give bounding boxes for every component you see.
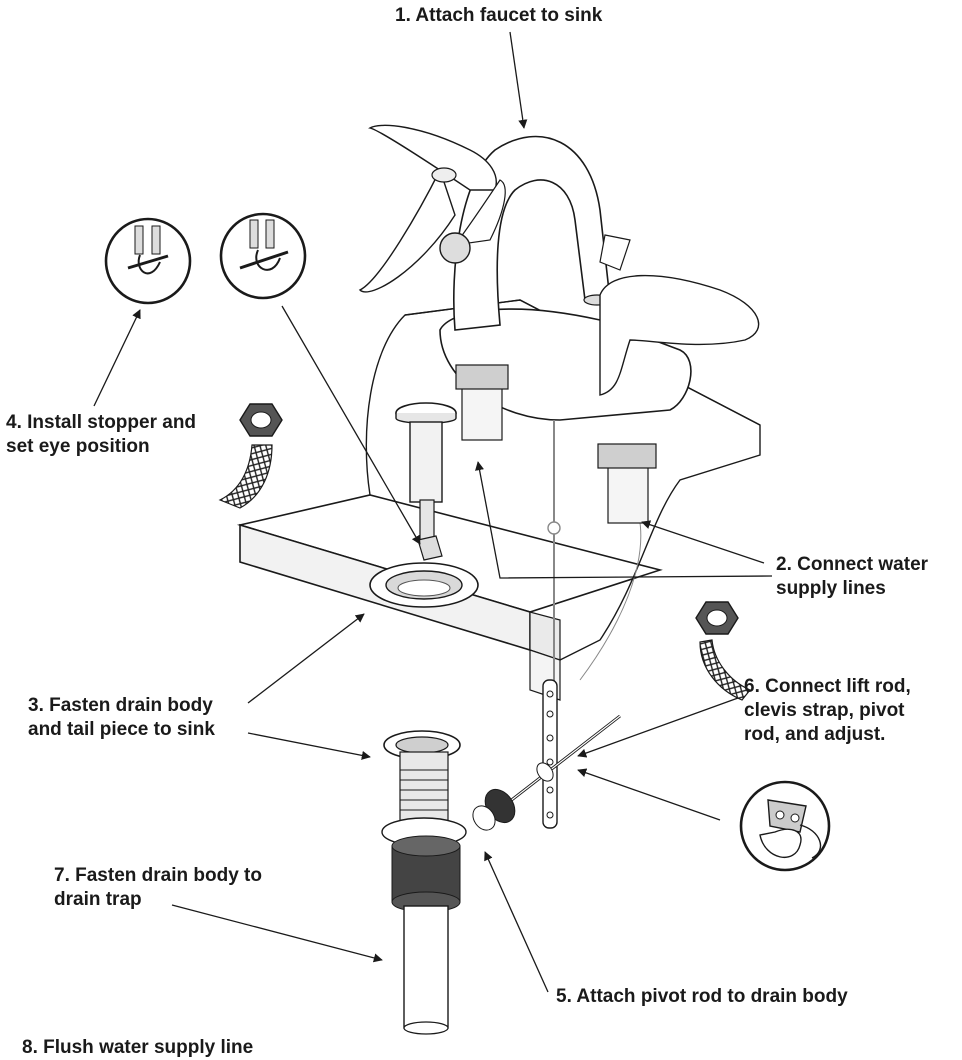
supply-hose-right — [696, 602, 750, 700]
step-5-label: 5. Attach pivot rod to drain body — [556, 985, 848, 1009]
detail-circle-clevis-adjust — [741, 782, 829, 870]
detail-circle-stopper-eye-b — [221, 214, 305, 298]
step-7-label: 7. Fasten drain body to drain trap — [54, 864, 262, 912]
arrow-step-2a — [642, 522, 764, 563]
sink-drain-opening — [370, 563, 478, 607]
arrow-step-3b — [248, 733, 370, 757]
arrow-step-5 — [485, 852, 548, 992]
arrow-step-1 — [510, 32, 524, 128]
detail-circle-stopper-eye-a — [106, 219, 190, 303]
arrow-step-7 — [172, 905, 382, 960]
step-3-label: 3. Fasten drain body and tail piece to s… — [28, 694, 215, 742]
step-1-label: 1. Attach faucet to sink — [395, 4, 602, 28]
arrow-step-6a — [578, 698, 738, 756]
step-6-label: 6. Connect lift rod, clevis strap, pivot… — [744, 675, 911, 747]
step-8-label: 8. Flush water supply line — [22, 1036, 253, 1060]
drain-body — [382, 731, 466, 1034]
step-2-label: 2. Connect water supply lines — [776, 553, 928, 601]
arrow-step-3a — [248, 614, 364, 703]
arrow-step-4 — [94, 310, 140, 406]
arrow-step-6b — [578, 770, 720, 820]
clevis-strap — [543, 680, 557, 828]
step-4-label: 4. Install stopper and set eye position — [6, 411, 196, 459]
supply-hose-left — [220, 404, 282, 508]
